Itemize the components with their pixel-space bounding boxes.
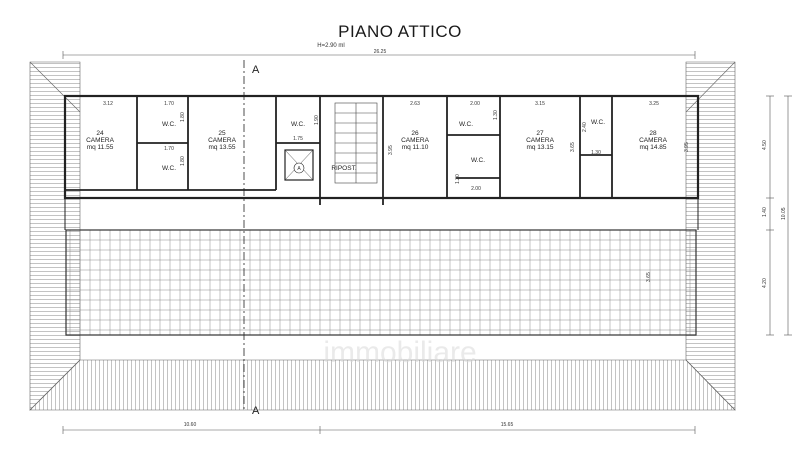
room-area: mq 13.15 — [526, 144, 553, 151]
dim-label: 2.00 — [471, 186, 481, 192]
storage-label: RIPOST. — [331, 165, 356, 172]
room-26: 26 CAMERA mq 11.10 — [401, 130, 429, 151]
room-area: mq 14.85 — [639, 144, 666, 151]
interior-walls — [65, 96, 613, 205]
room-area: mq 11.55 — [87, 144, 114, 151]
dim-label: 2.40 — [582, 122, 588, 132]
terrace-depth-label: 3.65 — [646, 272, 652, 282]
dim-label: 3.95 — [684, 142, 690, 152]
wc-label: W.C. — [291, 121, 305, 128]
plan-title: PIANO ATTICO — [338, 22, 462, 41]
room-28: 28 CAMERA mq 14.85 — [639, 130, 667, 151]
room-name: CAMERA — [208, 137, 236, 144]
dim-label: 3.12 — [103, 101, 113, 107]
room-area: mq 13.55 — [208, 144, 235, 151]
dim-label: 4.50 — [762, 140, 768, 150]
room-27: 27 CAMERA mq 13.15 — [526, 130, 554, 151]
dim-label: 3.25 — [649, 101, 659, 107]
wc-label: W.C. — [591, 119, 605, 126]
right-dimensions — [766, 95, 792, 336]
dim-label: 2.00 — [470, 101, 480, 107]
terrace: 3.65 — [65, 229, 697, 336]
top-dimension: 26.25 — [62, 49, 696, 59]
room-name: CAMERA — [401, 137, 429, 144]
dim-label: 3.15 — [535, 101, 545, 107]
service-labels: W.C. W.C. W.C. W.C. W.C. W.C. RIPOST. — [162, 119, 605, 172]
room-name: CAMERA — [639, 137, 667, 144]
wc-label: W.C. — [162, 121, 176, 128]
room-25: 25 CAMERA mq 13.55 — [208, 130, 236, 151]
section-mark-bottom: A — [252, 405, 260, 417]
dim-label: 10.05 — [781, 207, 787, 220]
dim-label: 1.80 — [180, 156, 186, 166]
dim-label: 1.40 — [762, 207, 768, 217]
dim-label: 1.30 — [493, 110, 499, 120]
room-number: 24 — [96, 130, 104, 137]
room-number: 25 — [218, 130, 226, 137]
dim-label: 2.63 — [410, 101, 420, 107]
building-outline — [63, 94, 700, 230]
bottom-dimensions — [62, 426, 696, 434]
dim-label: 10.60 — [184, 422, 197, 428]
staircase — [334, 102, 378, 184]
room-name: CAMERA — [526, 137, 554, 144]
room-name: CAMERA — [86, 137, 114, 144]
dim-label: 1.30 — [591, 150, 601, 156]
lift-shaft: A — [284, 149, 314, 181]
room-number: 28 — [649, 130, 657, 137]
dim-label: 3.65 — [570, 142, 576, 152]
wc-label: W.C. — [471, 157, 485, 164]
dim-label: 3.95 — [388, 145, 394, 155]
dim-label: 1.70 — [164, 146, 174, 152]
section-mark-top: A — [252, 64, 260, 76]
dim-label: 15.65 — [501, 422, 514, 428]
room-24: 24 CAMERA mq 11.55 — [86, 130, 114, 151]
room-number: 26 — [411, 130, 419, 137]
dim-label: 1.75 — [293, 136, 303, 142]
watermark: immobiliare — [323, 336, 476, 369]
dim-label: 1.90 — [314, 115, 320, 125]
room-number: 27 — [536, 130, 544, 137]
dim-label: 1.80 — [180, 112, 186, 122]
wc-label: W.C. — [459, 121, 473, 128]
lift-label: A — [297, 166, 301, 172]
height-note: H=2.90 ml — [317, 43, 345, 49]
room-area: mq 11.10 — [402, 144, 429, 151]
total-width-label: 26.25 — [374, 49, 387, 55]
dim-label: 1.70 — [164, 101, 174, 107]
wc-label: W.C. — [162, 165, 176, 172]
dim-label: 4.20 — [762, 278, 768, 288]
dim-label: 1.20 — [455, 174, 461, 184]
section-line: A A — [243, 60, 260, 417]
interior-dimensions: 3.12 1.70 1.70 1.75 2.63 2.00 2.00 3.15 … — [103, 101, 690, 192]
